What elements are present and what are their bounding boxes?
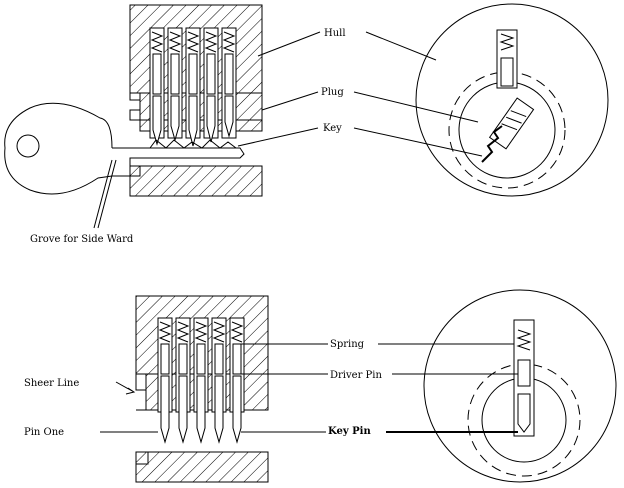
top-front-view (353, 3, 609, 197)
label-key-pin: Key Pin (328, 426, 371, 437)
label-sheer-line: Sheer Line (24, 378, 79, 389)
hull-outline (415, 3, 609, 197)
key-hole (16, 134, 40, 158)
key-bow (4, 102, 113, 195)
hull-outline-2 (423, 289, 617, 483)
label-spring: Spring (330, 339, 365, 350)
lower-housing (129, 165, 263, 197)
label-key: Key (323, 123, 342, 134)
lower-housing-2 (135, 451, 269, 483)
pin-stacks-bottom (157, 317, 245, 444)
bottom-front-view (378, 289, 617, 483)
label-driver-pin: Driver Pin (330, 370, 382, 381)
label-pin-one: Pin One (24, 427, 64, 438)
pin-stacks-top (149, 27, 237, 147)
label-grove: Grove for Side Ward (30, 234, 134, 245)
grove-leader (93, 159, 113, 229)
label-hull: Hull (324, 28, 346, 39)
bottom-side-view: Spring Driver Pin Key Pin Sheer Line Pin… (24, 295, 382, 483)
label-plug: Plug (321, 87, 344, 98)
top-side-view: Hull Plug Key Grove for Side Ward (4, 4, 346, 245)
